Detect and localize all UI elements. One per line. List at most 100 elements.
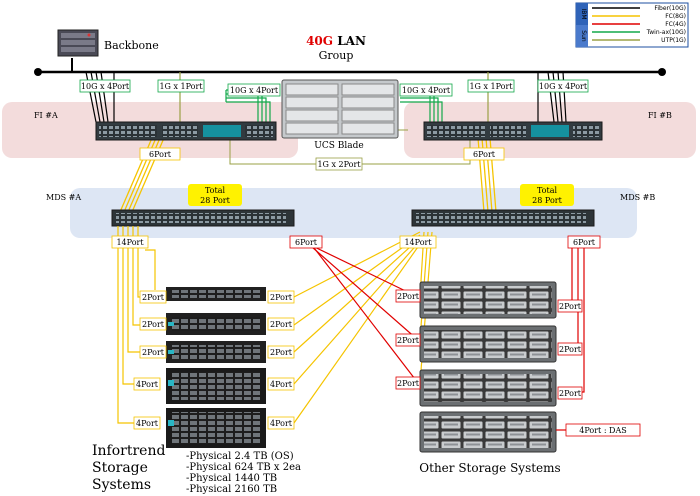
svg-text:2Port: 2Port <box>142 293 165 302</box>
port-label-6-right: 6Port <box>463 147 505 161</box>
svg-text:6Port: 6Port <box>473 150 496 159</box>
ucs-blade-chassis-icon <box>281 79 399 139</box>
das-label: 4Port : DAS <box>565 423 641 437</box>
mds-a-label: MDS #A <box>46 193 81 202</box>
svg-text:2Port: 2Port <box>559 345 582 354</box>
other-left-port-2: 2Port <box>395 333 421 347</box>
title-40g: 40G <box>306 34 333 48</box>
infortrend-enclosure-1 <box>166 287 266 301</box>
svg-text:2Port: 2Port <box>559 389 582 398</box>
fc8-mds-a-infortrend <box>117 226 156 424</box>
infortrend-enclosure-4 <box>166 368 266 404</box>
infortrend-right-port-3: 2Port <box>267 345 295 359</box>
fi-b-label: FI #B <box>648 111 672 120</box>
infortrend-name-line2: Storage <box>92 460 148 476</box>
title-lan: LAN <box>333 34 366 48</box>
ucs-label: UCS Blade <box>314 141 363 151</box>
infortrend-right-port-2: 2Port <box>267 317 295 331</box>
fi-b-switch-icon <box>423 121 603 141</box>
other-right-port-1: 2Port <box>557 299 583 313</box>
other-left-port-3: 2Port <box>395 376 421 390</box>
infortrend-name-line3: Systems <box>92 477 151 493</box>
backbone-label: Backbone <box>104 39 159 52</box>
svg-text:1G x 1Port: 1G x 1Port <box>469 82 513 91</box>
fi-a-label: FI #A <box>34 111 58 120</box>
other-storage-4 <box>419 411 557 453</box>
legend-fc8: FC(8G) <box>665 13 686 20</box>
infortrend-right-port-5: 4Port <box>267 416 295 430</box>
port-label-14-left: 14Port <box>111 235 149 249</box>
other-left-port-1: 2Port <box>395 289 421 303</box>
other-storage-1 <box>419 281 557 319</box>
other-right-port-2: 2Port <box>557 342 583 356</box>
port-label-10g4-left-top: 10G x 4Port <box>79 79 131 93</box>
port-label-10g4-left-ucs: 10G x 4Port <box>227 83 281 97</box>
svg-text:2Port: 2Port <box>397 292 420 301</box>
svg-text:14Port: 14Port <box>116 238 144 247</box>
legend-utp: UTP(1G) <box>661 37 686 44</box>
backbone-router-icon <box>57 29 99 57</box>
svg-text:28 Port: 28 Port <box>532 196 562 205</box>
mds-a-switch-icon <box>111 209 295 227</box>
other-storage-3 <box>419 369 557 407</box>
port-label-10g4-right-ucs: 10G x 4Port <box>399 83 453 97</box>
mds-b-label: MDS #B <box>620 193 655 202</box>
svg-text:1G x 2Port: 1G x 2Port <box>317 160 361 169</box>
fc8-mds-b-infortrend <box>293 231 433 424</box>
svg-text:4Port : DAS: 4Port : DAS <box>579 426 626 435</box>
svg-text:6Port: 6Port <box>573 238 596 247</box>
svg-text:2Port: 2Port <box>397 336 420 345</box>
legend-side-2: Sun <box>580 30 587 42</box>
lan-bus-end-left <box>34 68 42 76</box>
svg-text:2Port: 2Port <box>142 320 165 329</box>
svg-text:2Port: 2Port <box>142 348 165 357</box>
svg-text:4Port: 4Port <box>270 419 293 428</box>
total-right-badge: Total 28 Port <box>520 184 574 206</box>
legend-twinax: Twin-ax(10G) <box>646 29 686 36</box>
infortrend-enclosure-5 <box>166 408 266 448</box>
port-label-1g2: 1G x 2Port <box>315 157 363 171</box>
svg-text:4Port: 4Port <box>270 380 293 389</box>
svg-text:1G x 1Port: 1G x 1Port <box>159 82 203 91</box>
svg-text:10G x 4Port: 10G x 4Port <box>230 86 279 95</box>
infortrend-left-port-3: 2Port <box>139 345 167 359</box>
svg-text:6Port: 6Port <box>295 238 318 247</box>
infortrend-left-port-1: 2Port <box>139 290 167 304</box>
svg-text:28 Port: 28 Port <box>200 196 230 205</box>
diagram-title-group: Group <box>319 49 354 62</box>
legend-fiber: Fiber(10G) <box>654 5 686 12</box>
infortrend-name-line1: Infortrend <box>92 443 165 459</box>
port-label-10g4-right-top: 10G x 4Port <box>537 79 589 93</box>
svg-text:2Port: 2Port <box>559 302 582 311</box>
infortrend-note-1: -Physical 2.4 TB (OS) <box>186 451 294 462</box>
other-storage-2 <box>419 325 557 363</box>
svg-text:2Port: 2Port <box>397 379 420 388</box>
other-right-port-3: 2Port <box>557 386 583 400</box>
infortrend-left-port-5: 4Port <box>133 416 161 430</box>
infortrend-left-port-4: 4Port <box>133 377 161 391</box>
legend-fc4: FC(4G) <box>665 21 686 28</box>
svg-text:6Port: 6Port <box>149 150 172 159</box>
legend: IBM Sun Fiber(10G) FC(8G) FC(4G) Twin-ax… <box>575 2 689 48</box>
infortrend-note-2: -Physical 624 TB x 2ea <box>186 462 301 473</box>
lan-bus-end-right <box>658 68 666 76</box>
svg-text:4Port: 4Port <box>136 419 159 428</box>
port-label-6-left: 6Port <box>139 147 181 161</box>
infortrend-right-port-4: 4Port <box>267 377 295 391</box>
svg-text:2Port: 2Port <box>270 320 293 329</box>
other-storage-name: Other Storage Systems <box>419 461 560 475</box>
svg-text:2Port: 2Port <box>270 293 293 302</box>
legend-side-1: IBM <box>580 8 587 19</box>
port-label-1g1-right: 1G x 1Port <box>467 79 515 93</box>
svg-text:4Port: 4Port <box>136 380 159 389</box>
port-label-1g1-left: 1G x 1Port <box>157 79 205 93</box>
port-label-6-red-left: 6Port <box>289 235 323 249</box>
infortrend-note-3: -Physical 1440 TB <box>186 473 277 484</box>
infortrend-right-port-1: 2Port <box>267 290 295 304</box>
total-left-badge: Total 28 Port <box>188 184 242 206</box>
svg-text:14Port: 14Port <box>404 238 432 247</box>
svg-text:10G x 4Port: 10G x 4Port <box>539 82 588 91</box>
port-label-6-red-right: 6Port <box>567 235 601 249</box>
